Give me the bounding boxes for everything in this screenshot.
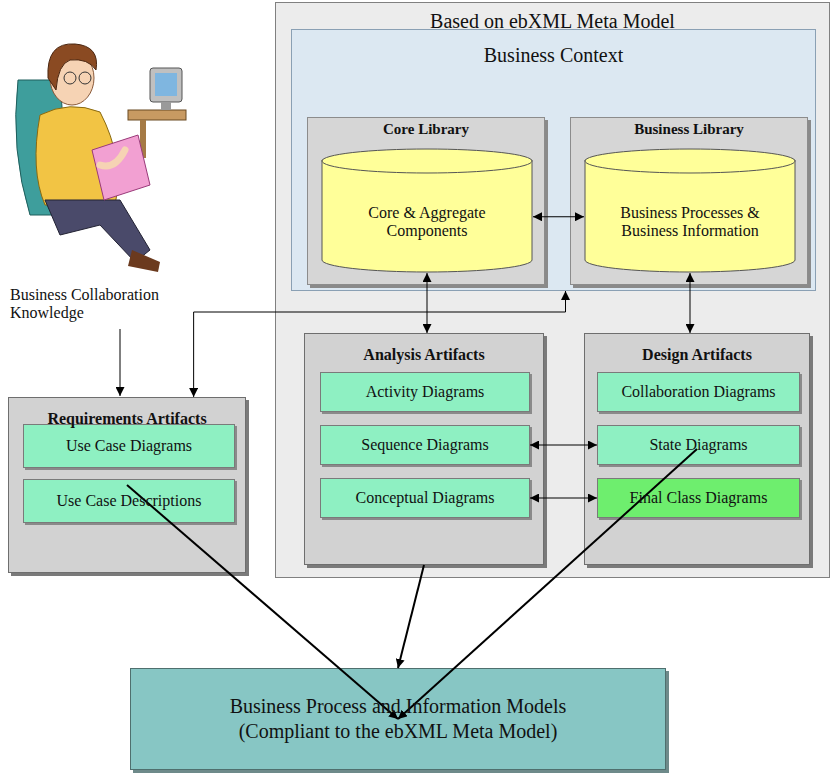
monitor-screen — [155, 73, 177, 96]
arm — [100, 150, 125, 166]
node-text: Sequence Diagrams — [361, 436, 489, 454]
cylinder-body — [585, 160, 795, 272]
artifact-group: Analysis ArtifactsActivity DiagramsSeque… — [304, 333, 544, 565]
node-text: Collaboration Diagrams — [621, 383, 775, 401]
connector-arrow — [533, 216, 584, 217]
node-text: Design Artifacts — [585, 334, 809, 364]
library-box: Core LibraryCore & Aggregate Components — [307, 117, 545, 285]
cylinder-top — [585, 149, 795, 173]
node-text: Conceptual Diagrams — [355, 489, 494, 507]
cylinder-top — [322, 149, 532, 173]
glasses — [79, 72, 91, 84]
model-frame: Based on ebXML Meta ModelBusiness Contex… — [275, 2, 830, 578]
diagram-box: Sequence Diagrams — [320, 425, 530, 465]
node-text: Business Library — [571, 118, 807, 138]
diagram-box: Use Case Diagrams — [23, 424, 235, 468]
diagram-box: State Diagrams — [597, 425, 800, 465]
hair — [48, 44, 97, 90]
connector-arrow — [427, 273, 428, 333]
artifact-group: Design ArtifactsCollaboration DiagramsSt… — [584, 333, 810, 565]
node-text: State Diagrams — [649, 436, 747, 454]
node-text: Final Class Diagrams — [630, 489, 768, 507]
connector-arrow — [530, 498, 597, 499]
diagram-box: Collaboration Diagrams — [597, 372, 800, 412]
library-box: Business LibraryBusiness Processes & Bus… — [570, 117, 808, 285]
monitor-stand — [161, 102, 171, 110]
context-panel: Business ContextCore LibraryCore & Aggre… — [291, 29, 816, 291]
connector-arrow — [398, 565, 424, 668]
output-box: Business Process and Information Models … — [130, 668, 666, 770]
node-text: Analysis Artifacts — [305, 334, 543, 364]
person-illustration — [16, 44, 186, 272]
database-cylinder: Business Processes & Business Informatio… — [584, 148, 796, 273]
node-text: Activity Diagrams — [366, 383, 485, 401]
database-cylinder: Core & Aggregate Components — [321, 148, 533, 273]
monitor — [150, 68, 182, 102]
node-text: Business Process and Information Models … — [208, 694, 588, 744]
node-text: Core & Aggregate Components — [357, 204, 497, 240]
desk — [128, 110, 186, 120]
node-text: Business Context — [292, 30, 815, 67]
shoe — [128, 250, 160, 272]
diagram-box: Activity Diagrams — [320, 372, 530, 412]
node-text: Use Case Diagrams — [66, 437, 192, 455]
node-text: Core Library — [308, 118, 544, 138]
cylinder-body — [322, 160, 532, 272]
notebook — [92, 135, 150, 200]
node-text: Based on ebXML Meta Model — [276, 3, 829, 33]
node-text: Business Processes & Business Informatio… — [620, 204, 760, 240]
node-text: Use Case Descriptions — [57, 492, 202, 510]
diagram-box: Conceptual Diagrams — [320, 478, 530, 518]
annotation-label: Business Collaboration Knowledge — [10, 286, 235, 323]
connector-arrow — [530, 445, 597, 446]
leader-arrow — [120, 329, 121, 396]
node-text: Requirements Artifacts — [9, 398, 245, 428]
connector-arrow — [690, 273, 691, 333]
glasses — [64, 72, 76, 84]
